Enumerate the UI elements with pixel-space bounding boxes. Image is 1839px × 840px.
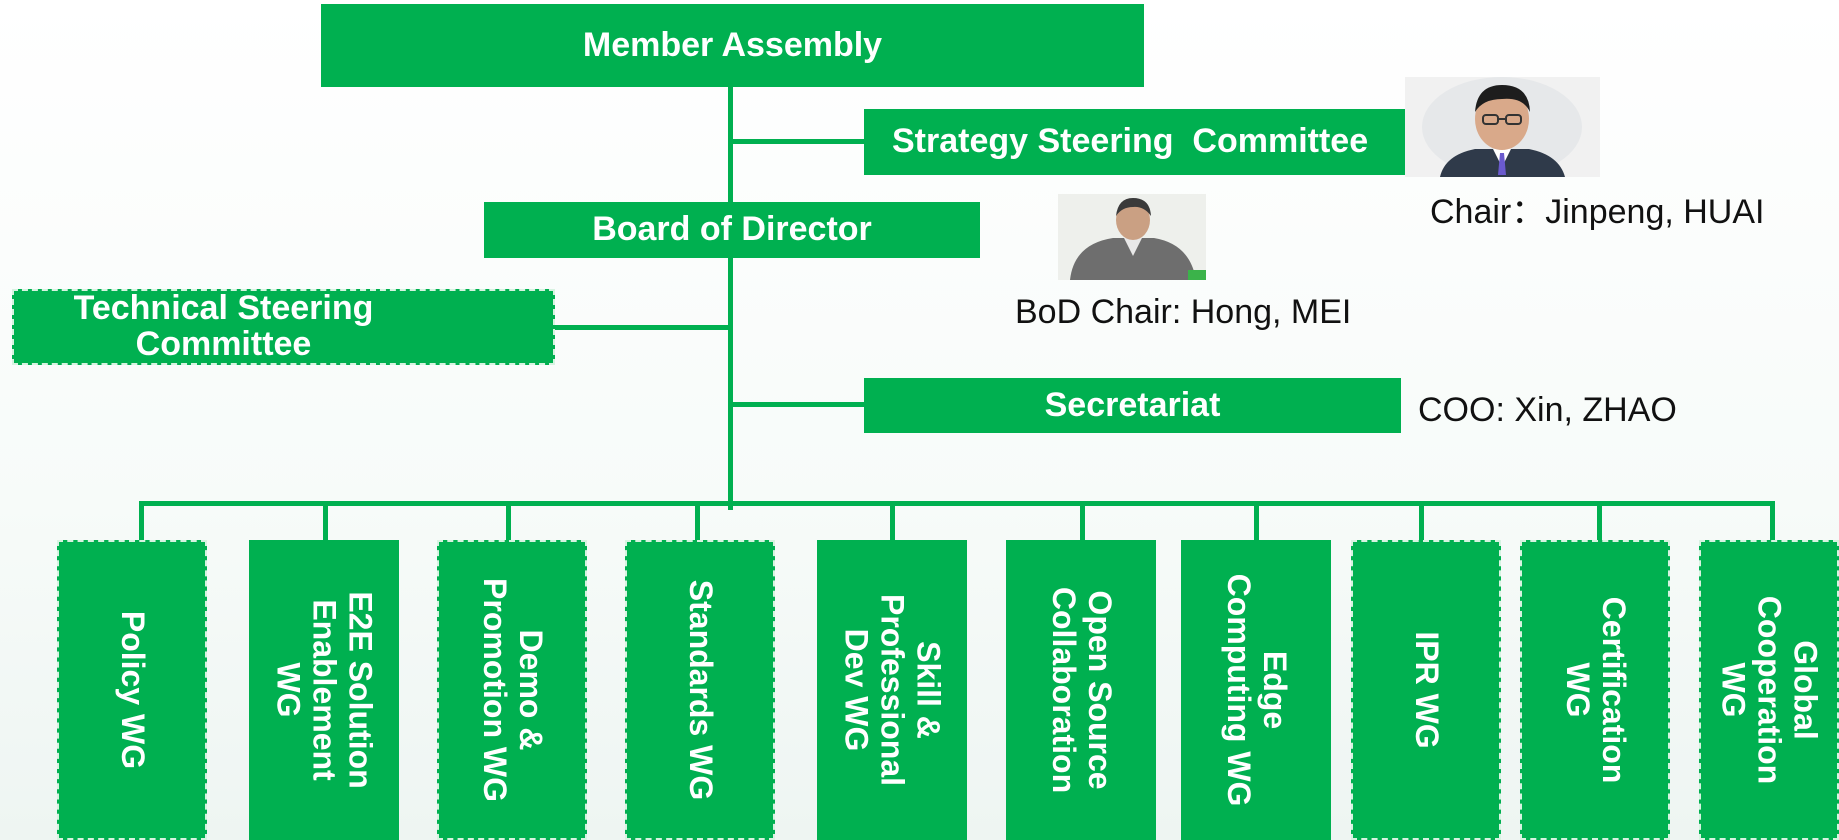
- secretariat-label: Secretariat: [1044, 385, 1221, 424]
- secretariat-connector: [728, 402, 864, 407]
- wg-label: Policy WG: [114, 610, 151, 770]
- wg-global-cooperation: Global Cooperation WG: [1699, 540, 1839, 840]
- member-assembly-box: Member Assembly: [321, 4, 1144, 87]
- bod-chair-portrait-icon: [1058, 194, 1206, 280]
- wg-label: Demo & Promotion WG: [477, 578, 549, 802]
- wg-label: E2E Solution Enablement WG: [271, 591, 379, 789]
- wg-drop-line: [139, 501, 144, 543]
- strategy-steering-committee-box: Strategy Steering Committee: [864, 109, 1412, 175]
- wg-drop-line: [1770, 501, 1775, 543]
- wg-edge-computing: Edge Computing WG: [1181, 540, 1331, 840]
- technical-steering-committee-box: Technical Steering Committee: [12, 289, 555, 365]
- wg-label: Open Source Collaboration: [1046, 586, 1118, 794]
- bod-chair-caption: BoD Chair: Hong, MEI: [1015, 293, 1352, 331]
- wg-skill-professional-dev: Skill & Professional Dev WG: [817, 540, 967, 840]
- wg-label: Skill & Professional Dev WG: [839, 593, 947, 787]
- wg-label: Global Cooperation WG: [1716, 595, 1824, 785]
- board-of-director-label: Board of Director: [592, 210, 872, 249]
- wg-demo-promotion: Demo & Promotion WG: [437, 540, 587, 840]
- wg-ipr: IPR WG: [1351, 540, 1501, 840]
- wg-drop-line: [1254, 501, 1259, 543]
- technical-steering-connector: [553, 325, 731, 330]
- wg-certification: Certification WG: [1520, 540, 1670, 840]
- wg-label: Certification WG: [1560, 596, 1632, 784]
- wg-policy: Policy WG: [57, 540, 207, 840]
- wg-label: Edge Computing WG: [1221, 573, 1293, 807]
- wg-horizontal-bus: [139, 501, 1775, 506]
- wg-drop-line: [890, 501, 895, 543]
- wg-drop-line: [506, 501, 511, 543]
- wg-drop-line: [695, 501, 700, 543]
- strategy-connector: [728, 139, 864, 144]
- wg-drop-line: [1080, 501, 1085, 543]
- wg-drop-line: [323, 501, 328, 543]
- member-assembly-label: Member Assembly: [582, 25, 883, 64]
- board-of-director-box: Board of Director: [484, 202, 980, 258]
- strategy-chair-photo: [1405, 77, 1600, 177]
- secretariat-box: Secretariat: [864, 378, 1401, 433]
- wg-label: Standards WG: [682, 579, 719, 801]
- strategy-chair-caption: Chair：Jinpeng, HUAI: [1430, 193, 1765, 231]
- strategy-chair-portrait-icon: [1422, 77, 1582, 177]
- coo-caption: COO: Xin, ZHAO: [1418, 391, 1677, 429]
- wg-standards: Standards WG: [625, 540, 775, 840]
- wg-drop-line: [1597, 501, 1602, 543]
- wg-e2e-solution-enablement: E2E Solution Enablement WG: [249, 540, 399, 840]
- wg-drop-line: [1419, 501, 1424, 543]
- strategy-steering-committee-label: Strategy Steering Committee: [892, 122, 1369, 161]
- wg-open-source-collaboration: Open Source Collaboration: [1006, 540, 1156, 840]
- bod-chair-photo: [1058, 194, 1206, 280]
- main-vertical-connector: [728, 85, 733, 510]
- wg-label: IPR WG: [1408, 631, 1445, 749]
- technical-steering-committee-label: Technical Steering Committee: [73, 289, 374, 363]
